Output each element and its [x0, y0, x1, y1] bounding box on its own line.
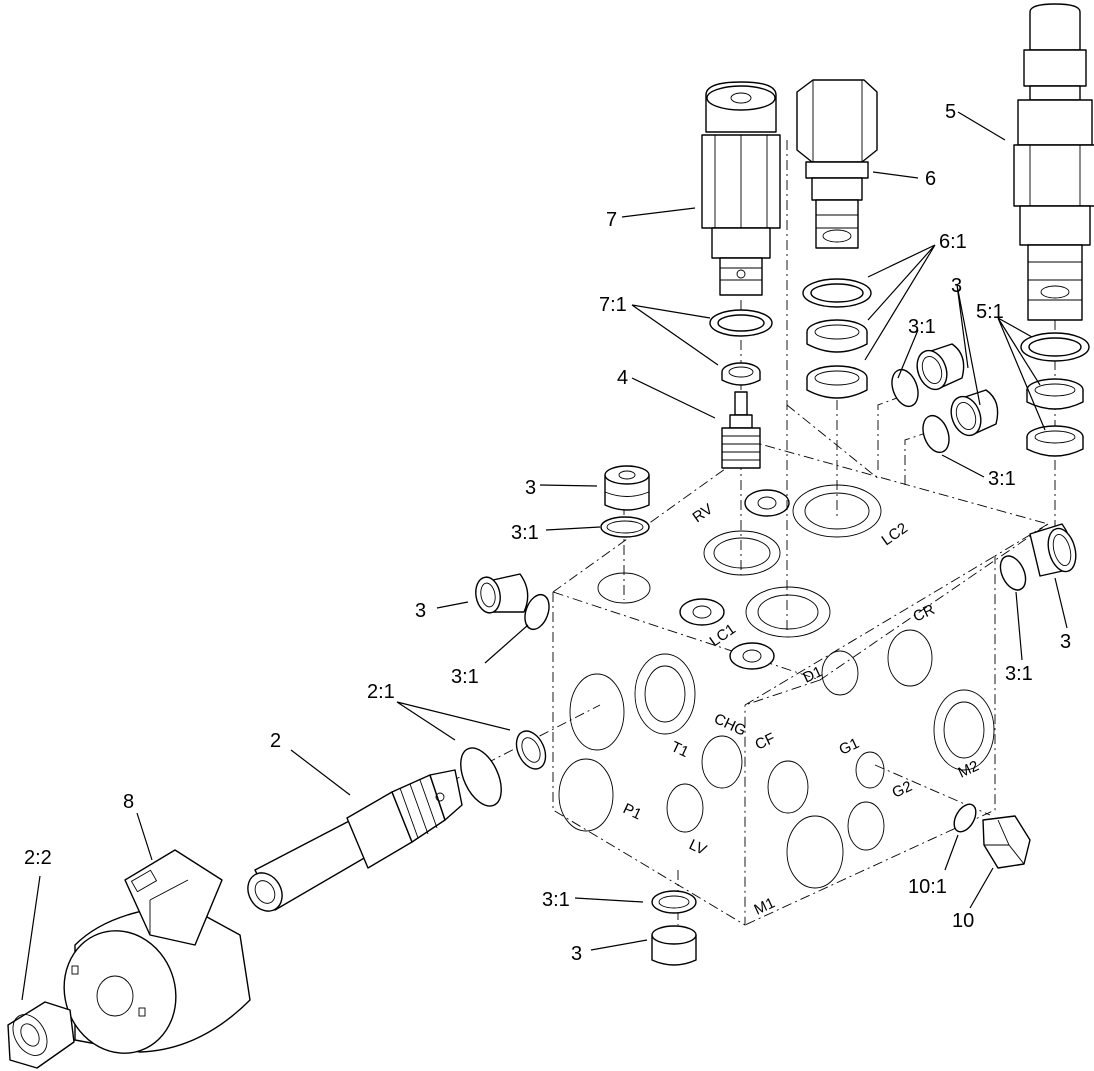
part-2-2-nut — [7, 1001, 75, 1069]
port-label-lc1: LC1 — [707, 621, 739, 651]
port-label-rv: RV — [690, 501, 717, 527]
part-7-cartridge-valve — [701, 81, 781, 296]
callout-3-1-top-right: 3:1 — [908, 316, 936, 338]
part-3-1-o-ring-upper-right-a — [891, 368, 919, 408]
port-label-cf: CF — [753, 730, 778, 754]
port-label-d1: D1 — [801, 663, 826, 687]
callout-4: 4 — [617, 367, 628, 389]
port-label-m1: M1 — [752, 894, 778, 918]
part-3-plug-upper-right-b — [950, 389, 999, 437]
port-label-m2: M2 — [956, 757, 982, 781]
top-plug-c — [729, 642, 775, 670]
port-label-lv: LV — [686, 836, 709, 859]
callout-3-top-left: 3 — [525, 477, 536, 499]
part-3-1-o-ring-right — [999, 555, 1027, 591]
top-plug-b — [679, 598, 725, 626]
callout-10: 10 — [952, 910, 974, 932]
port-label-g2: G2 — [890, 778, 915, 802]
part-5-1-backup-ring-b — [1026, 425, 1084, 457]
part-3-plug-top-left — [604, 465, 650, 511]
part-2-solenoid-cartridge — [247, 769, 463, 912]
callout-3-1-top-left: 3:1 — [511, 522, 539, 544]
callout-3-right: 3 — [1060, 631, 1071, 653]
part-2-1-backup-ring — [515, 730, 547, 770]
part-3-plug-upper-right-a — [916, 343, 965, 391]
part-3-plug-right — [1029, 523, 1077, 577]
part-5-1-backup-ring-a — [1026, 378, 1084, 410]
port-label-cr: CR — [911, 601, 938, 626]
callout-3-1-left: 3:1 — [451, 666, 479, 688]
part-5-cartridge-valve — [1013, 3, 1094, 321]
callout-2: 2 — [270, 730, 281, 752]
port-label-p1: P1 — [620, 800, 644, 823]
port-label-chg: CHG — [711, 710, 748, 739]
part-3-1-o-ring-bottom — [651, 890, 697, 914]
callout-3-top-right: 3 — [951, 275, 962, 297]
callout-3-1-right-upper: 3:1 — [988, 468, 1016, 490]
part-7-1-backup-ring — [721, 362, 761, 386]
callout-5: 5 — [945, 101, 956, 123]
callout-3-1-right: 3:1 — [1005, 663, 1033, 685]
port-label-g1: G1 — [837, 735, 862, 759]
part-10-1-o-ring — [953, 803, 977, 833]
port-label-lc2: LC2 — [879, 520, 911, 550]
callout-2-1: 2:1 — [367, 681, 395, 703]
part-3-plug-bottom — [651, 925, 697, 966]
callout-10-1: 10:1 — [908, 876, 947, 898]
part-2-1-o-ring — [460, 747, 502, 807]
part-3-1-o-ring-upper-right-b — [922, 414, 950, 454]
part-4-poppet — [721, 391, 761, 469]
callout-7-1: 7:1 — [599, 294, 627, 316]
part-8-solenoid-coil — [63, 849, 251, 1054]
part-6-1-backup-ring-a — [806, 319, 868, 353]
part-6-cartridge-valve — [796, 79, 878, 249]
callout-3-left: 3 — [415, 600, 426, 622]
port-label-t1: T1 — [668, 738, 691, 761]
part-3-1-o-ring-left — [524, 593, 550, 631]
part-10-plug — [982, 815, 1031, 869]
callout-5-1: 5:1 — [976, 301, 1004, 323]
part-3-plug-left — [475, 573, 529, 614]
callout-6-1: 6:1 — [939, 231, 967, 253]
callout-7: 7 — [606, 209, 617, 231]
callout-2-2: 2:2 — [24, 847, 52, 869]
callout-labels: 7 7:1 4 6 6:1 5 5:1 3 3:1 3:1 3 3:1 3 3:… — [24, 101, 1071, 965]
callout-6: 6 — [925, 168, 936, 190]
leader-lines — [21, 111, 1068, 1001]
callout-3-bottom: 3 — [571, 943, 582, 965]
callout-8: 8 — [123, 791, 134, 813]
part-3-1-o-ring-top-left — [600, 516, 650, 538]
callout-3-1-bottom: 3:1 — [542, 889, 570, 911]
top-plug-a — [744, 489, 790, 517]
part-6-1-backup-ring-b — [806, 365, 868, 399]
manifold-block: RV LC1 LC2 D1 CR CF G1 G2 M1 M2 T1 P1 LV… — [552, 443, 1050, 926]
